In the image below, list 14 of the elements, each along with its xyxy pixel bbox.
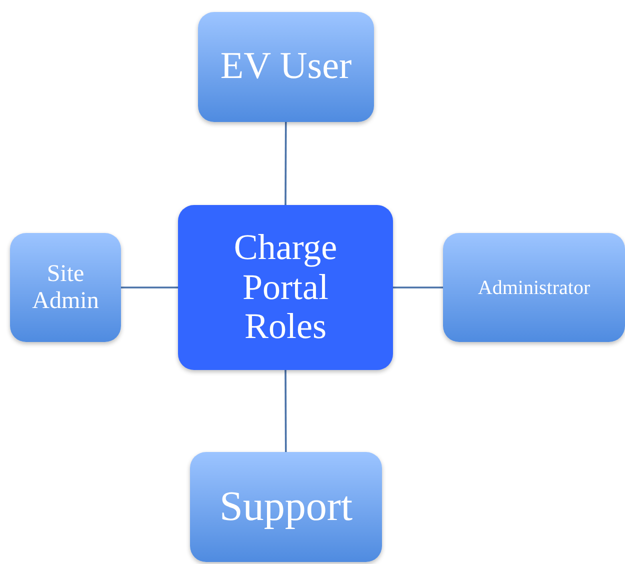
role-box [190, 452, 382, 562]
connector-line [284, 370, 287, 452]
role-label: Administrator [478, 276, 590, 298]
role-box [198, 12, 374, 122]
role-label: Site Admin [31, 261, 100, 314]
role-label: Support [219, 484, 352, 530]
role-box [443, 233, 625, 342]
connector-line [121, 286, 178, 288]
role-label: EV User [220, 46, 352, 88]
connector-line [284, 122, 287, 205]
role-label: Charge Portal Roles [232, 228, 338, 347]
role-box [10, 233, 121, 342]
connector-line [393, 286, 443, 288]
central-role-box [178, 205, 393, 370]
